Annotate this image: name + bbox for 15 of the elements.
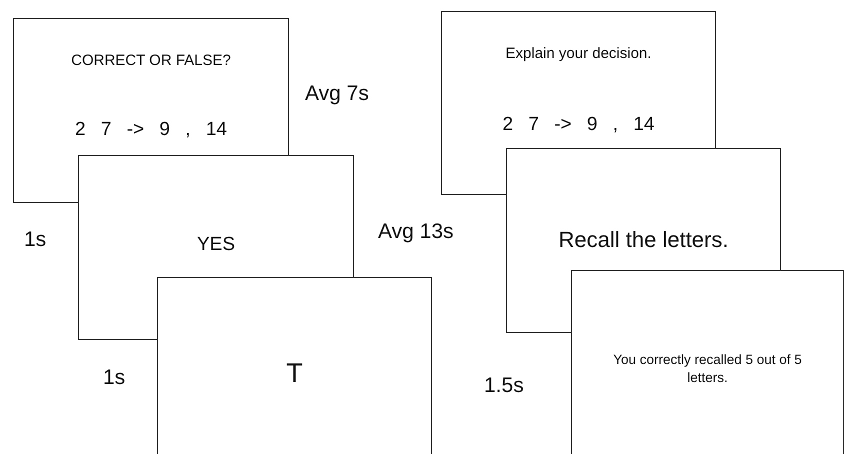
screen-text: You correctly recalled 5 out of 5 letters. [613, 352, 802, 385]
duration-label: 1.5s [484, 374, 524, 398]
screen-text: T [286, 358, 303, 388]
screen-dialog [571, 270, 844, 454]
screen-text: Explain your decision. [506, 45, 652, 62]
duration-label: Avg 7s [305, 82, 369, 106]
screen-text: CORRECT OR FALSE? [71, 52, 231, 69]
screen-text: 2 7 -> 9 , 14 [75, 119, 227, 140]
duration-label: 1s [24, 228, 46, 252]
duration-label: 1s [103, 366, 126, 390]
duration-label: Avg 13s [378, 220, 454, 244]
screen-text: YES [196, 234, 236, 255]
screen-text: Recall the letters. [558, 227, 728, 252]
screen-text: 2 7 -> 9 , 14 [502, 114, 654, 135]
screen-dialog [157, 277, 432, 454]
